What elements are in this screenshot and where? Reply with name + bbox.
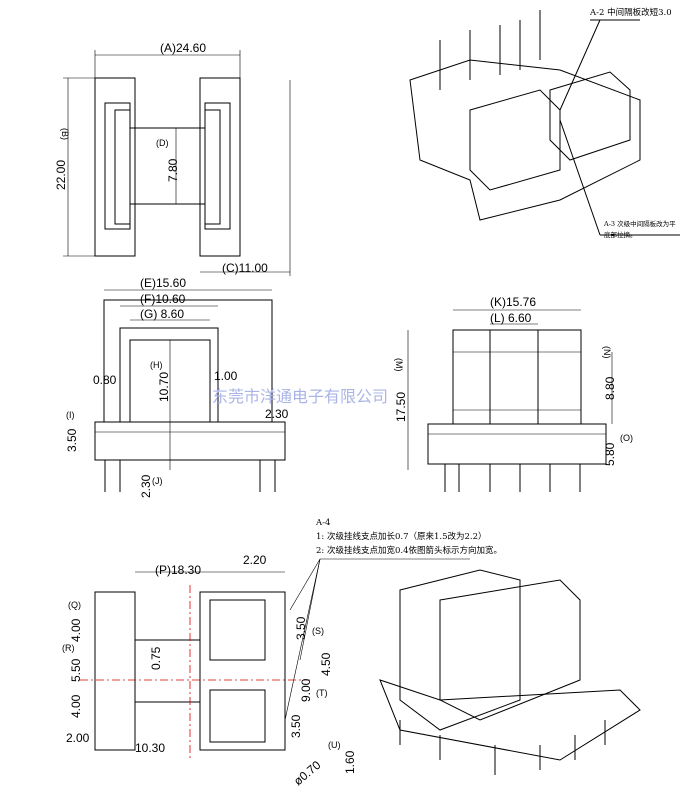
dim-i: 3.50 [65,428,79,452]
note-a2: A-2 中间隔板改短3.0 [589,7,672,18]
label-u: (U) [328,740,341,750]
label-b: (B) [60,128,70,140]
side-view: (K)15.76 (L) 6.60 (M) 17.50 (N) 8.80 (O)… [394,295,633,492]
dim-u: ø0.70 [291,758,324,789]
dim-1-00: 1.00 [214,369,238,383]
dim-2-20: 2.20 [243,553,267,567]
dim-p: (P)18.30 [155,563,201,577]
dim-2-00: 2.00 [66,731,90,745]
dim-g: (G) 8.60 [140,307,184,321]
dim-0-75: 0.75 [149,646,163,670]
dim-j: 2.30 [139,474,153,498]
dim-q: 4.00 [69,618,83,642]
dim-4-00: 4.00 [69,694,83,718]
dim-d: 7.80 [166,158,180,182]
dim-r: 5.50 [69,658,83,682]
note-a4-line1: 1: 次级挂线支点加长0.7（原来1.5改为2.2） [316,531,487,542]
dim-b: 22.00 [54,160,68,190]
dim-c: (C)11.00 [222,261,268,275]
dim-3-50-b: 3.50 [289,714,303,738]
pins [444,464,581,492]
dim-4-50: 4.50 [319,652,333,676]
label-o: (O) [620,433,633,443]
label-r: (R) [62,643,75,653]
dim-e: (E)15.60 [140,276,186,290]
note-a4-title: A-4 [315,518,330,528]
note-a4-line2: 2: 次级挂线支点加宽0.4依图箭头标示方向加宽。 [316,545,502,556]
dim-n: 8.80 [603,376,617,400]
top-view: (A)24.60 (B) 22.00 (D) 7.80 (C)11.00 [54,41,291,276]
isometric-view-bottom [379,569,641,775]
label-m: (M) [394,358,404,372]
note-a3-line2: 底部拉摘。 [604,230,637,239]
front-view: (E)15.60 (F)10.60 (G) 8.60 0.80 (H) 10.7… [65,276,289,498]
label-s: (S) [312,626,324,636]
label-q: (Q) [68,600,81,610]
dim-m: 17.50 [394,392,408,422]
label-j: (J) [152,476,163,486]
dim-1-60: 1.60 [343,750,357,774]
label-t: (T) [316,688,328,698]
watermark: 东莞市洋通电子有限公司 [212,387,388,406]
dim-0-80: 0.80 [93,373,117,387]
note-a3-line1: A-3 次级中间隔板改为平 [603,219,676,228]
label-d: (D) [156,138,169,148]
dim-l: (L) 6.60 [490,311,532,325]
dim-o: 5.80 [603,442,617,466]
label-h: (H) [150,360,163,370]
dim-f: (F)10.60 [140,292,186,306]
bottom-view: (P)18.30 2.20 (Q) 4.00 (R) 5.50 4.00 2.0… [62,553,357,788]
dim-k: (K)15.76 [490,295,536,309]
isometric-view-top [409,10,680,236]
dim-10-30: 10.30 [135,741,165,755]
dim-3-50-a: 3.50 [294,616,308,640]
label-i: (I) [66,410,75,420]
dim-9-00: 9.00 [299,678,313,702]
dim-h: 10.70 [157,372,171,402]
dim-a: (A)24.60 [160,41,206,55]
dim-2-30: 2.30 [265,407,289,421]
label-n: (N) [602,346,612,359]
